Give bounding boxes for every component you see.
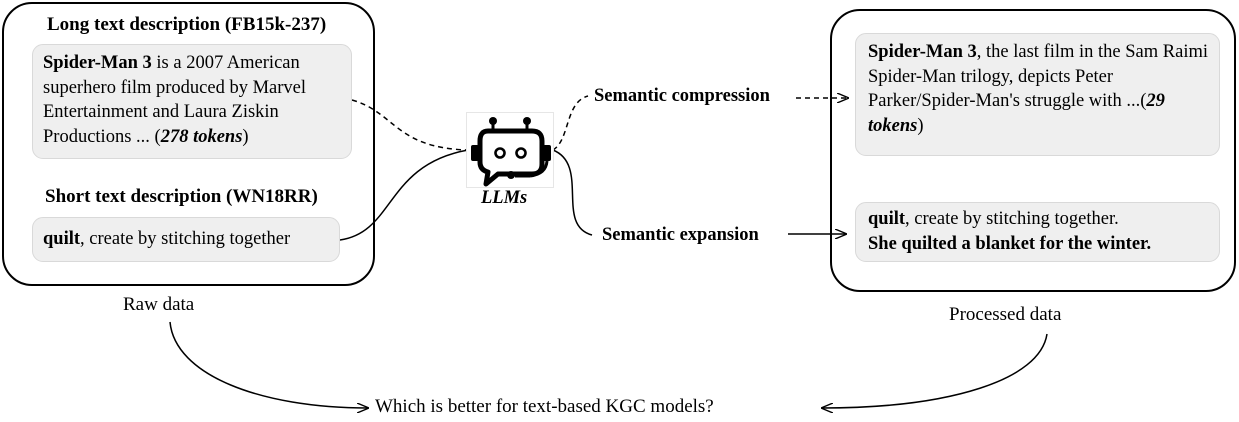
robot-chat-icon	[466, 112, 554, 188]
question-text: Which is better for text-based KGC model…	[375, 396, 714, 417]
processed-to-question-arrow	[822, 333, 1048, 408]
token-count: 29 tokens	[868, 91, 1165, 136]
short-text-heading: Short text description (WN18RR)	[45, 186, 318, 207]
processed-data-label: Processed data	[949, 304, 1062, 325]
llm-label: LLMs	[481, 188, 528, 208]
long-description-card: Spider-Man 3 is a 2007 American superher…	[32, 44, 352, 159]
short-description-card: quilt, create by stitching together	[32, 217, 340, 262]
entity-name: Spider-Man 3	[43, 53, 152, 73]
description-text: , the last film in the Sam Raimi Spider-…	[868, 42, 1209, 111]
example-sentence: She quilted a blanket for the winter.	[868, 233, 1152, 254]
compressed-description-card: Spider-Man 3, the last film in the Sam R…	[855, 33, 1220, 156]
description-text: , create by stitching together	[80, 229, 291, 249]
long-to-llm-connector	[351, 99, 469, 151]
llm-to-compression-connector	[552, 95, 589, 151]
entity-name: quilt	[43, 229, 81, 249]
description-text: , create by stitching together.	[905, 209, 1119, 229]
semantic-expansion-label: Semantic expansion	[602, 225, 759, 245]
short-to-llm-connector	[339, 149, 469, 241]
processed-data-frame	[830, 9, 1236, 292]
semantic-compression-label: Semantic compression	[594, 86, 770, 106]
description-text: is a 2007 American superhero film produc…	[43, 53, 307, 147]
expanded-description-card: quilt, create by stitching together. She…	[855, 202, 1220, 262]
token-count: 278 tokens	[160, 126, 243, 147]
llm-to-expansion-connector	[552, 149, 593, 236]
entity-name: Spider-Man 3	[868, 42, 977, 62]
raw-data-label: Raw data	[123, 294, 195, 315]
raw-data-frame	[2, 2, 375, 286]
raw-to-question-arrow	[169, 321, 368, 408]
long-text-heading: Long text description (FB15k-237)	[47, 14, 327, 35]
entity-name: quilt	[868, 209, 906, 229]
